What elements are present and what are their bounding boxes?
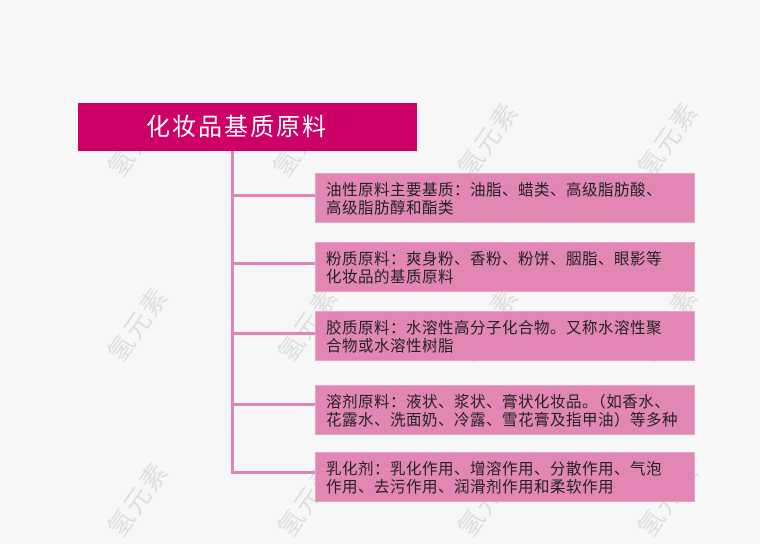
node-gum-materials: 胶质原料：水溶性高分子化合物。又称水溶性聚 合物或水溶性树脂 xyxy=(315,311,695,361)
watermark: 氢元素 xyxy=(632,96,706,183)
connector-branch xyxy=(231,471,315,474)
connector-trunk xyxy=(231,151,234,474)
node-emulsifier: 乳化剂：乳化作用、增溶作用、分散作用、气泡 作用、去污作用、润滑剂作用和柔软作用 xyxy=(315,452,695,502)
connector-branch xyxy=(231,194,315,197)
connector-branch xyxy=(231,403,315,406)
node-powder-materials: 粉质原料：爽身粉、香粉、粉饼、胭脂、眼影等 化妆品的基质原料 xyxy=(315,242,695,292)
watermark: 氢元素 xyxy=(452,96,526,183)
node-oil-materials: 油性原料主要基质：油脂、蜡类、高级脂肪酸、 高级脂肪醇和酯类 xyxy=(315,173,695,223)
node-solvent-materials: 溶剂原料：液状、浆状、膏状化妆品。（如香水、 花露水、洗面奶、冷露、雪花膏及指甲… xyxy=(315,385,695,435)
watermark: 氢元素 xyxy=(102,456,176,543)
connector-branch xyxy=(231,262,315,265)
watermark: 氢元素 xyxy=(102,281,176,368)
connector-branch xyxy=(231,332,315,335)
root-node-title: 化妆品基质原料 xyxy=(78,103,417,151)
